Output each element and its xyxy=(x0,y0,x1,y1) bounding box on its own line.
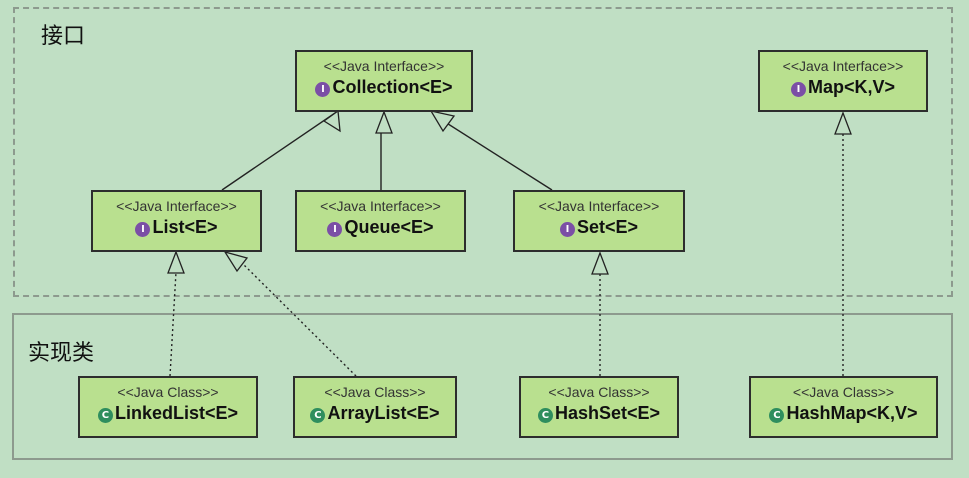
edge-set-collection xyxy=(444,121,553,191)
node-stereotype: <<Java Interface>> xyxy=(323,58,445,74)
arrowhead-queue-collection xyxy=(375,110,393,134)
node-name: ArrayList<E> xyxy=(327,403,440,423)
arrowhead-hashset-set xyxy=(591,251,609,275)
interface-icon: I xyxy=(790,82,806,97)
arrowhead-set-collection xyxy=(429,110,456,133)
node-stereotype: <<Java Interface>> xyxy=(782,58,904,74)
edge-linkedlist-list xyxy=(169,271,177,377)
class-icon: C xyxy=(97,408,113,423)
node-stereotype: <<Java Class>> xyxy=(117,384,219,400)
arrowhead-linkedlist-list xyxy=(167,250,185,274)
interface-icon: I xyxy=(559,222,575,237)
class-icon: C xyxy=(537,408,553,423)
node-name: Queue<E> xyxy=(344,217,434,237)
interfaces-group-label: 接口 xyxy=(41,24,86,49)
edge-arraylist-list xyxy=(243,264,357,377)
node-name: List<E> xyxy=(152,217,218,237)
node-stereotype: <<Java Interface>> xyxy=(116,198,237,214)
interfaces-group xyxy=(13,7,953,297)
node-stereotype: <<Java Class>> xyxy=(324,384,426,400)
node-name: Map<K,V> xyxy=(807,77,896,97)
implementations-group-label: 实现类 xyxy=(28,341,95,366)
implementations-group xyxy=(12,313,953,460)
node-name: LinkedList<E> xyxy=(114,403,239,423)
class-icon: C xyxy=(769,408,785,423)
node-stereotype: <<Java Class>> xyxy=(548,384,650,400)
node-name: HashMap<K,V> xyxy=(786,403,918,423)
node-name: HashSet<E> xyxy=(554,403,661,423)
class-icon: C xyxy=(310,408,326,423)
interface-icon: I xyxy=(135,222,151,237)
node-name: Collection<E> xyxy=(332,77,453,97)
node-stereotype: <<Java Interface>> xyxy=(538,198,660,214)
arrowhead-arraylist-list xyxy=(223,250,249,273)
arrowhead-hashmap-map xyxy=(834,111,852,135)
node-stereotype: <<Java Class>> xyxy=(792,384,895,400)
arrowhead-list-collection xyxy=(322,109,341,133)
interface-icon: I xyxy=(327,222,343,237)
node-stereotype: <<Java Interface>> xyxy=(320,198,441,214)
node-name: Set<E> xyxy=(576,217,639,237)
interface-icon: I xyxy=(315,82,331,97)
edge-list-collection xyxy=(221,110,339,191)
